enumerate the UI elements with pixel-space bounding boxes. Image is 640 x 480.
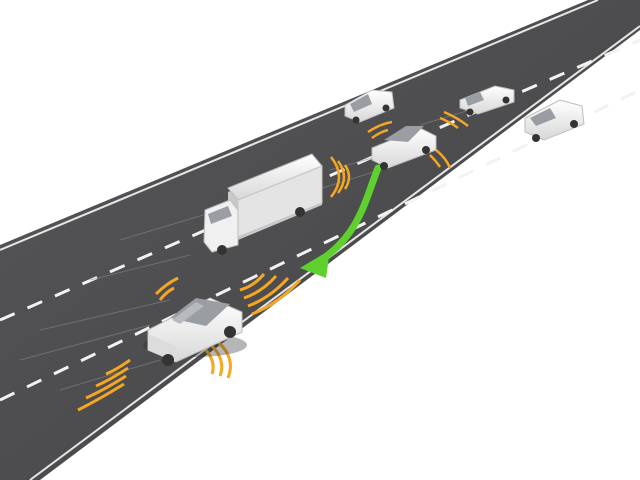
car-icon — [143, 297, 247, 366]
car-icon — [371, 126, 437, 170]
sensor-wave-icon — [330, 110, 469, 198]
pickup-icon — [459, 85, 515, 116]
truck-icon — [203, 153, 323, 255]
motion-streaks — [19, 109, 471, 391]
lane-change-arrow-icon — [300, 164, 382, 278]
lane-line-1 — [0, 38, 640, 322]
sensor-wave-icon — [77, 273, 302, 412]
van-icon — [524, 99, 585, 142]
van-icon — [344, 89, 395, 124]
road-edge-line-top — [0, 0, 599, 251]
